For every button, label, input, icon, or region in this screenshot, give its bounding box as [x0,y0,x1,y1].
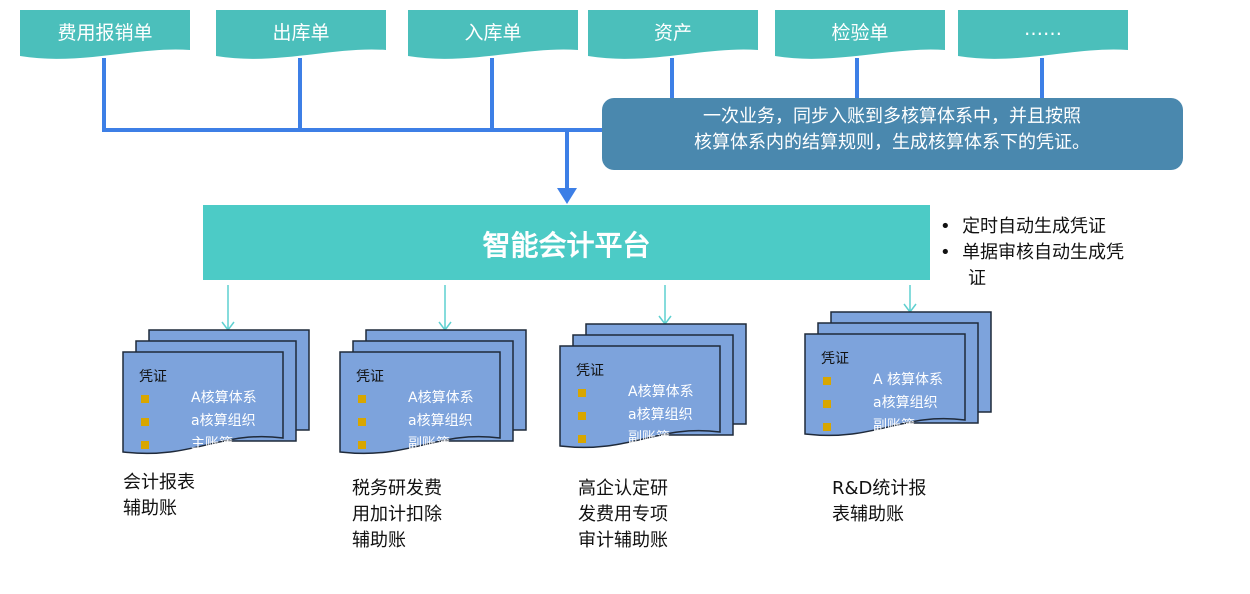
source-document-shape [408,10,578,59]
bullet-icon [578,412,586,420]
ledger-label-line: R&D统计报 [832,478,927,499]
bullet-icon [578,389,586,397]
ledger-label-line: 辅助账 [352,530,406,551]
voucher-title: 凭证 [139,369,167,385]
ledger-label-line: 高企认定研 [578,478,668,499]
arrow-down-icon [221,285,235,332]
bullet-icon [358,441,366,449]
voucher-title: 凭证 [356,369,384,385]
bullet-icon [141,395,149,403]
source-document-shape [775,10,945,59]
voucher-item: A核算体系 [408,390,474,406]
source-document-shape [588,10,758,59]
bullet-icon [141,441,149,449]
voucher-item: A核算体系 [628,384,694,400]
down-arrow-icon [557,188,577,204]
ledger-label-line: 用加计扣除 [352,504,442,525]
voucher-page-shape [804,333,966,437]
ledger-label: 会计报表辅助账 [123,470,273,522]
bullet-icon [578,435,586,443]
bullet-icon [358,418,366,426]
voucher-item: A 核算体系 [873,372,944,388]
voucher-page-shape [559,345,721,449]
bullet-icon [141,418,149,426]
source-document-shape [216,10,386,59]
arrow-down-icon [658,285,672,326]
source-document-label: 费用报销单 [57,22,153,44]
voucher-title: 凭证 [821,351,849,367]
voucher-page-shape [122,351,284,455]
source-document-label: 检验单 [831,22,889,44]
voucher-item: 副账簿 [873,418,915,434]
voucher-page-shape [339,351,501,455]
bullet-icon [823,377,831,385]
callout-line: 核算体系内的结算规则，生成核算体系下的凭证。 [694,132,1090,153]
ledger-label: R&D统计报表辅助账 [832,476,982,528]
feature-item: • 单据审核自动生成凭 [940,242,1125,263]
feature-item: • 定时自动生成凭证 [940,216,1107,237]
voucher-item: a核算组织 [628,407,693,423]
feature-list: • 定时自动生成凭证 • 单据审核自动生成凭 证 [940,214,1124,292]
voucher-item: 主账簿 [191,436,233,452]
connector-lines [102,58,1044,192]
voucher-item: a核算组织 [873,395,938,411]
callout-box [602,98,1183,170]
voucher-item: a核算组织 [408,413,473,429]
ledger-label-line: 会计报表 [123,472,195,493]
ledger-label: 税务研发费用加计扣除辅助账 [352,476,502,554]
bullet-icon [358,395,366,403]
arrow-down-icon [438,285,452,332]
ledger-label: 高企认定研发费用专项审计辅助账 [578,476,728,554]
voucher-item: 副账簿 [408,436,450,452]
arrow-down-icon [903,285,917,314]
ledger-label-line: 辅助账 [123,498,177,519]
voucher-item: 副账簿 [628,430,670,446]
callout-text: 一次业务，同步入账到多核算体系中，并且按照 核算体系内的结算规则，生成核算体系下… [602,104,1182,156]
feature-item: 证 [968,268,986,289]
ledger-label-line: 审计辅助账 [578,530,668,551]
platform-bar [203,205,930,280]
voucher-item: A核算体系 [191,390,257,406]
source-document-label: …… [1024,18,1062,40]
platform-title: 智能会计平台 [482,229,651,262]
source-document-shape [20,10,190,59]
voucher-title: 凭证 [576,363,604,379]
bullet-icon [823,423,831,431]
source-document-label: 出库单 [272,22,330,44]
callout-line: 一次业务，同步入账到多核算体系中，并且按照 [703,106,1081,127]
source-document-shape [958,10,1128,59]
ledger-label-line: 表辅助账 [832,504,904,525]
source-document-label: 资产 [653,22,692,44]
ledger-label-line: 发费用专项 [578,504,668,525]
source-document-label: 入库单 [464,22,522,44]
voucher-item: a核算组织 [191,413,256,429]
ledger-label-line: 税务研发费 [352,478,442,499]
bullet-icon [823,400,831,408]
